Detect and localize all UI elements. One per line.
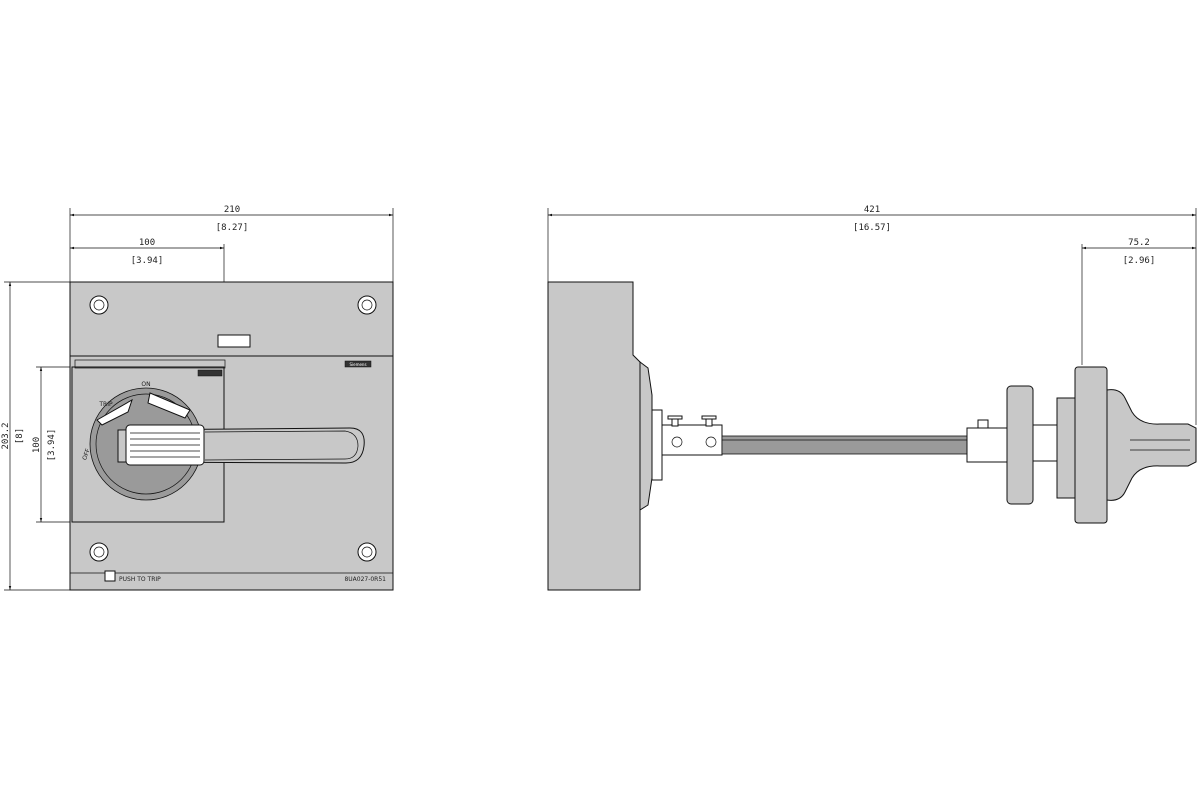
dimension-handle-height-inches: [3.94]: [47, 429, 57, 462]
extension-shaft: [721, 435, 968, 455]
brand-plate: [344, 360, 372, 368]
dimension-height: 203.2 [8]: [1, 281, 70, 591]
dimension-width: 210 [8.27]: [70, 205, 393, 233]
screw-icon: [357, 295, 377, 315]
dimension-width-inches: [8.27]: [216, 223, 249, 233]
door-flange: [1006, 385, 1034, 505]
label-part-number: 8UA027-0R51: [344, 576, 386, 583]
front-view: 210 [8.27] 100 [3.94] 203.2 [8] 100 [3.9…: [1, 205, 394, 591]
screw-icon: [89, 542, 109, 562]
dimension-total-length: 421 [16.57]: [548, 205, 1196, 233]
dimension-height-inches: [8]: [15, 428, 25, 444]
dimension-handle-offset-value: 100: [139, 238, 155, 248]
label-off: OFF: [81, 447, 92, 461]
enclosure-side: [547, 281, 641, 591]
dimension-total-length-value: 421: [864, 205, 880, 215]
shaft-coupling: [661, 424, 723, 456]
label-trip: TRIP: [98, 401, 113, 408]
handle-base: [1056, 397, 1076, 499]
dimension-width-value: 210: [224, 205, 240, 215]
handle-flange: [1074, 366, 1108, 524]
label-push-to-trip: PUSH TO TRIP: [119, 576, 161, 583]
brand-label: Siemens: [349, 362, 366, 367]
rating-plate: [197, 369, 223, 377]
handle-side-profile: [1106, 389, 1197, 501]
dimension-handle-height: 100 [3.94]: [32, 366, 72, 523]
dimension-handle-height-value: 100: [32, 437, 42, 453]
shaft-adapter: [966, 427, 1008, 463]
push-to-trip-button[interactable]: [104, 570, 116, 582]
dimension-handle-depth-value: 75.2: [1128, 238, 1150, 248]
latch: [217, 334, 251, 348]
dimension-handle-depth-inches: [2.96]: [1123, 256, 1156, 266]
dimension-handle-offset-inches: [3.94]: [131, 256, 164, 266]
screw-icon: [89, 295, 109, 315]
screw-icon: [357, 542, 377, 562]
dimension-total-length-inches: [16.57]: [853, 223, 891, 233]
side-view: 421 [16.57] 75.2 [2.96]: [547, 205, 1197, 591]
dimension-handle-depth: 75.2 [2.96]: [1082, 238, 1196, 266]
dimension-handle-offset: 100 [3.94]: [70, 238, 224, 266]
label-on: ON: [141, 381, 150, 388]
dimension-height-value: 203.2: [1, 422, 11, 449]
